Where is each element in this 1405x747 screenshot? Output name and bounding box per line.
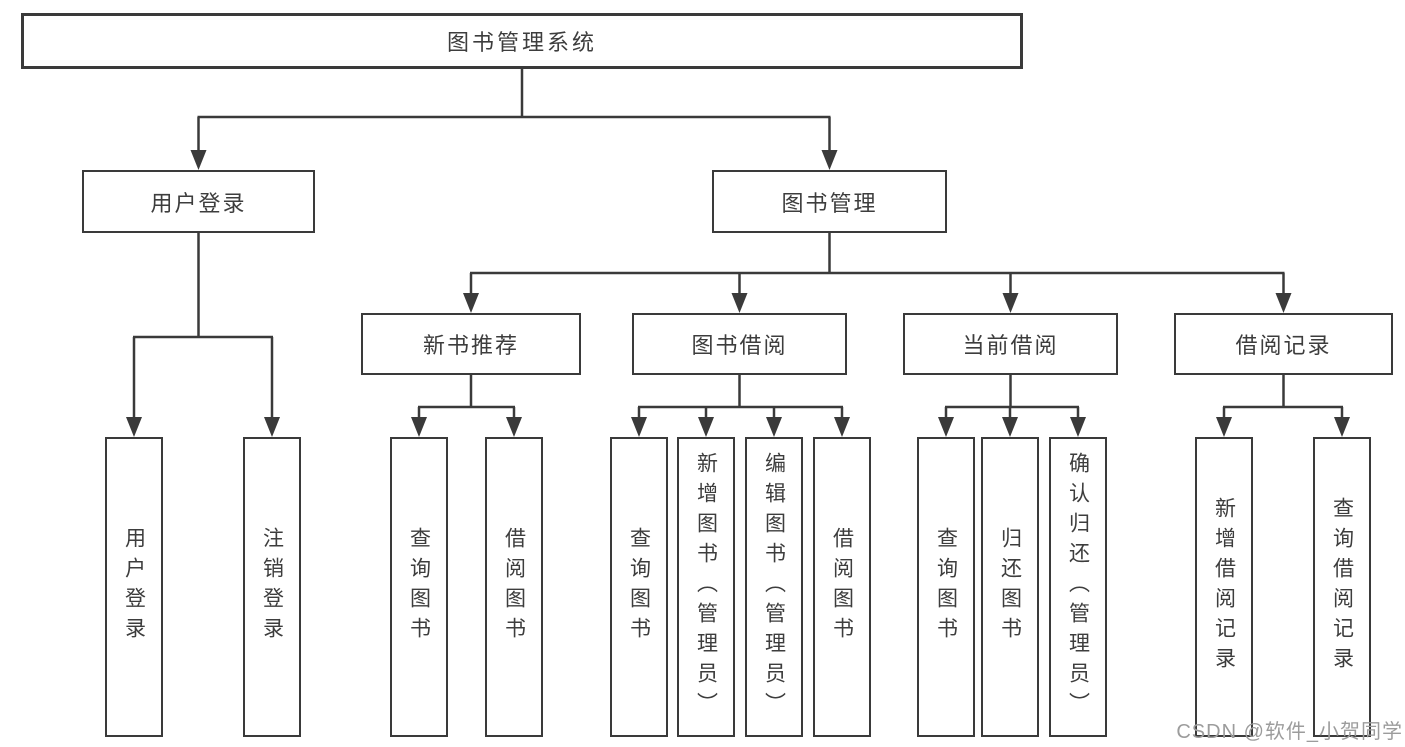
leaf-records-add-record: 新增借阅记录 <box>1195 437 1253 737</box>
node-root-label: 图书管理系统 <box>446 30 597 55</box>
node-user-login: 用户登录 <box>82 170 315 233</box>
leaf-login: 用户登录 <box>105 437 163 737</box>
node-book-borrowing: 图书借阅 <box>632 313 847 375</box>
node-user-login-label: 用户登录 <box>150 190 247 216</box>
leaf-current-query-book-label: 查询图书 <box>934 527 958 647</box>
leaf-current-return-book: 归还图书 <box>981 437 1039 737</box>
leaf-borrowing-add-book-label: 新增图书（管理员） <box>694 452 718 722</box>
leaf-recommend-borrow-book: 借阅图书 <box>485 437 543 737</box>
csdn-watermark: CSDN @软件_小贺同学 <box>1176 721 1403 743</box>
leaf-borrowing-query-book-label: 查询图书 <box>627 527 651 647</box>
node-borrowing-records: 借阅记录 <box>1174 313 1393 375</box>
leaf-borrowing-edit-book: 编辑图书（管理员） <box>745 437 803 737</box>
leaf-recommend-query-book-label: 查询图书 <box>407 527 431 647</box>
node-book-management: 图书管理 <box>712 170 947 233</box>
leaf-current-confirm-return: 确认归还（管理员） <box>1049 437 1107 737</box>
node-book-borrowing-label: 图书借阅 <box>691 333 788 358</box>
node-book-management-label: 图书管理 <box>781 190 878 216</box>
leaf-current-query-book: 查询图书 <box>917 437 975 737</box>
leaf-logout: 注销登录 <box>243 437 301 737</box>
leaf-recommend-query-book: 查询图书 <box>390 437 448 737</box>
leaf-records-add-record-label: 新增借阅记录 <box>1212 497 1236 677</box>
node-borrowing-records-label: 借阅记录 <box>1235 333 1332 358</box>
leaf-records-query-record-label: 查询借阅记录 <box>1330 497 1354 677</box>
leaf-current-confirm-return-label: 确认归还（管理员） <box>1066 452 1090 722</box>
node-root: 图书管理系统 <box>21 13 1023 69</box>
leaf-borrowing-query-book: 查询图书 <box>610 437 668 737</box>
leaf-borrowing-borrow-book-label: 借阅图书 <box>830 527 854 647</box>
leaf-current-return-book-label: 归还图书 <box>998 527 1022 647</box>
leaf-recommend-borrow-book-label: 借阅图书 <box>502 527 526 647</box>
leaf-borrowing-edit-book-label: 编辑图书（管理员） <box>762 452 786 722</box>
leaf-login-label: 用户登录 <box>122 527 146 647</box>
node-current-borrowing: 当前借阅 <box>903 313 1118 375</box>
node-current-borrowing-label: 当前借阅 <box>962 333 1059 358</box>
leaf-borrowing-add-book: 新增图书（管理员） <box>677 437 735 737</box>
leaf-logout-label: 注销登录 <box>260 527 284 647</box>
node-new-book-recommend-label: 新书推荐 <box>422 333 519 358</box>
node-new-book-recommend: 新书推荐 <box>361 313 581 375</box>
leaf-borrowing-borrow-book: 借阅图书 <box>813 437 871 737</box>
leaf-records-query-record: 查询借阅记录 <box>1313 437 1371 737</box>
